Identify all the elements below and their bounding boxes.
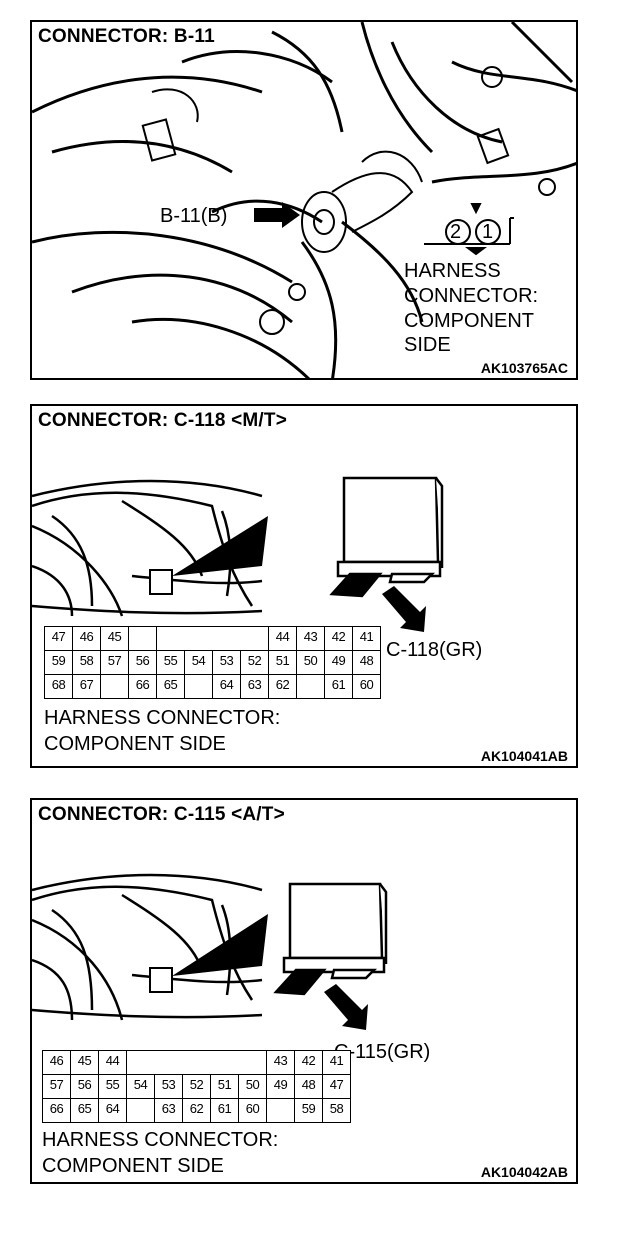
pin-cell: 48 — [294, 1074, 323, 1099]
pin-cell: 60 — [352, 674, 381, 699]
pin-cell: 58 — [322, 1098, 351, 1123]
panel-title: CONNECTOR: C-115 <A/T> — [38, 804, 285, 825]
harness-line-2: CONNECTOR: — [404, 285, 539, 307]
pin-cell: 43 — [296, 626, 325, 651]
harness-line-3: COMPONENT — [404, 310, 534, 332]
c115-pointer-wedge — [172, 914, 268, 976]
figure-code: AK103765AC — [480, 360, 568, 376]
b11-callout-label: B-11(B) — [160, 205, 228, 227]
dashboard-illustration — [32, 873, 388, 1030]
c115-callout-label: C-115(GR) — [334, 1041, 431, 1063]
pin-cell: 62 — [268, 674, 297, 699]
pin-cell: 59 — [294, 1098, 323, 1123]
pin-cell: 44 — [98, 1050, 127, 1075]
pin-cell: 52 — [240, 650, 269, 675]
dashboard-illustration — [32, 476, 444, 632]
b11-arrow — [254, 202, 300, 228]
c118-pointer-wedge — [172, 516, 268, 576]
figure-code: AK104042AB — [480, 1164, 568, 1180]
pin-grid-outline — [42, 1050, 351, 1123]
pin-gap — [184, 674, 213, 699]
pin-cell: 50 — [296, 650, 325, 675]
pin-cell: 56 — [128, 650, 157, 675]
pin-cell: 65 — [156, 674, 185, 699]
c118-callout-label: C-118(GR) — [386, 639, 483, 661]
engine-bay-illustration — [32, 22, 576, 378]
pin-gap — [266, 1098, 295, 1123]
pin-cell: 47 — [322, 1074, 351, 1099]
pin-cell: 42 — [324, 626, 353, 651]
harness-line-1: HARNESS CONNECTOR: — [44, 707, 281, 729]
pin-gap — [100, 674, 129, 699]
harness-line-2: COMPONENT SIDE — [42, 1155, 224, 1177]
ecu-box — [329, 476, 444, 598]
c118-arrow — [382, 586, 426, 632]
pin-grid-outline — [44, 626, 381, 699]
pin-cell: 60 — [238, 1098, 267, 1123]
pin-cell: 59 — [44, 650, 73, 675]
b11-pin-1: 1 — [482, 221, 494, 243]
pin-cell: 65 — [70, 1098, 99, 1123]
pin-cell: 50 — [238, 1074, 267, 1099]
ecu-box — [273, 882, 388, 996]
harness-line-1: HARNESS — [404, 260, 501, 282]
connector-b11-panel: CONNECTOR: B-11 B-11(B) 2 1 HARNESS CONN… — [30, 20, 578, 380]
pin-cell: 48 — [352, 650, 381, 675]
figure-code: AK104041AB — [480, 748, 568, 764]
harness-line-1: HARNESS CONNECTOR: — [42, 1129, 279, 1151]
pin-cell: 52 — [182, 1074, 211, 1099]
harness-line-4: SIDE — [404, 334, 451, 356]
pin-cell: 49 — [266, 1074, 295, 1099]
pin-cell: 55 — [156, 650, 185, 675]
b11-connector-symbol — [424, 203, 514, 256]
harness-line-2: COMPONENT SIDE — [44, 733, 226, 755]
b11-pin-2: 2 — [450, 221, 462, 243]
pin-cell: 64 — [212, 674, 241, 699]
panel-title: CONNECTOR: C-118 <M/T> — [38, 410, 287, 431]
panel-title: CONNECTOR: B-11 — [38, 26, 215, 47]
c115-arrow — [324, 984, 368, 1030]
pin-cell: 61 — [210, 1098, 239, 1123]
